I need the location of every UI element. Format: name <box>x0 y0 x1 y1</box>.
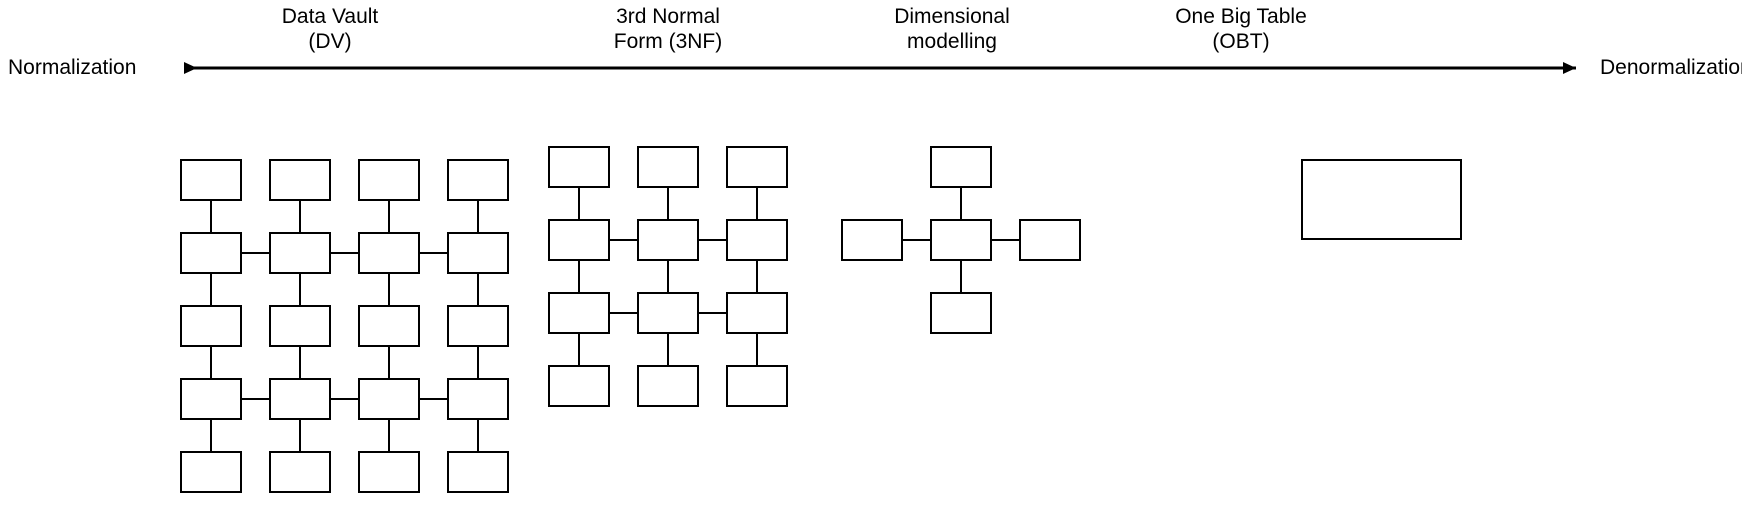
table-node-box <box>447 159 509 201</box>
relationship-connector-horizontal <box>420 397 447 401</box>
relationship-connector-horizontal <box>699 311 726 315</box>
relationship-connector-horizontal <box>610 311 637 315</box>
table-node-box <box>180 378 242 420</box>
one-big-table-box <box>1301 159 1462 240</box>
relationship-connector-vertical <box>666 261 670 292</box>
table-node-box <box>180 305 242 347</box>
relationship-connector-vertical <box>209 274 213 305</box>
relationship-connector-vertical <box>755 188 759 219</box>
table-node-box <box>726 219 788 261</box>
relationship-connector-vertical <box>387 420 391 451</box>
approach-label-line1: 3rd Normal <box>616 5 720 28</box>
table-node-box <box>447 232 509 274</box>
relationship-connector-vertical <box>387 347 391 378</box>
relationship-connector-vertical <box>959 188 963 219</box>
relationship-connector-vertical <box>298 274 302 305</box>
relationship-connector-vertical <box>298 420 302 451</box>
dimension-table-node-box <box>841 219 903 261</box>
relationship-connector-vertical <box>209 201 213 232</box>
table-node-box <box>447 378 509 420</box>
table-node-box <box>358 378 420 420</box>
table-node-box <box>269 378 331 420</box>
approach-label-third-normal-form: 3rd Normal Form (3NF) <box>614 4 723 54</box>
table-node-box <box>358 232 420 274</box>
relationship-connector-horizontal <box>331 251 358 255</box>
table-node-box <box>180 159 242 201</box>
normalization-spectrum-arrow <box>184 62 1576 74</box>
table-node-box <box>726 292 788 334</box>
approach-label-one-big-table: One Big Table (OBT) <box>1175 4 1307 54</box>
table-node-box <box>269 305 331 347</box>
table-node-box <box>726 146 788 188</box>
relationship-connector-vertical <box>476 420 480 451</box>
table-node-box <box>447 305 509 347</box>
table-node-box <box>548 365 610 407</box>
approach-label-line2: Form (3NF) <box>613 30 723 53</box>
relationship-connector-vertical <box>387 274 391 305</box>
axis-label-normalization: Normalization <box>8 56 137 79</box>
table-node-box <box>180 451 242 493</box>
relationship-connector-vertical <box>476 201 480 232</box>
approach-label-data-vault: Data Vault (DV) <box>282 4 379 54</box>
axis-label-denormalization: Denormalization <box>1600 56 1742 79</box>
relationship-connector-horizontal <box>992 238 1019 242</box>
relationship-connector-vertical <box>209 347 213 378</box>
relationship-connector-vertical <box>755 261 759 292</box>
relationship-connector-vertical <box>476 347 480 378</box>
table-node-box <box>269 159 331 201</box>
relationship-connector-vertical <box>755 334 759 365</box>
relationship-connector-vertical <box>476 274 480 305</box>
dimension-table-node-box <box>1019 219 1081 261</box>
approach-label-line2: (DV) <box>308 30 352 53</box>
fact-table-node-box <box>930 219 992 261</box>
relationship-connector-horizontal <box>610 238 637 242</box>
table-node-box <box>637 365 699 407</box>
table-node-box <box>269 232 331 274</box>
approach-label-line2: (OBT) <box>1212 30 1270 53</box>
table-node-box <box>447 451 509 493</box>
table-node-box <box>358 451 420 493</box>
relationship-connector-vertical <box>666 188 670 219</box>
relationship-connector-horizontal <box>903 238 930 242</box>
relationship-connector-horizontal <box>331 397 358 401</box>
table-node-box <box>358 159 420 201</box>
approach-label-line2: modelling <box>907 30 997 53</box>
relationship-connector-horizontal <box>420 251 447 255</box>
table-node-box <box>548 292 610 334</box>
approach-label-line1: Dimensional <box>894 5 1010 28</box>
table-node-box <box>358 305 420 347</box>
relationship-connector-vertical <box>298 201 302 232</box>
table-node-box <box>548 146 610 188</box>
relationship-connector-vertical <box>666 334 670 365</box>
approach-label-dimensional-modelling: Dimensional modelling <box>894 4 1010 54</box>
relationship-connector-vertical <box>577 261 581 292</box>
relationship-connector-horizontal <box>242 251 269 255</box>
relationship-connector-vertical <box>577 188 581 219</box>
approach-label-line1: Data Vault <box>281 5 379 28</box>
dimension-table-node-box <box>930 146 992 188</box>
relationship-connector-vertical <box>959 261 963 292</box>
table-node-box <box>637 219 699 261</box>
relationship-connector-vertical <box>209 420 213 451</box>
dimension-table-node-box <box>930 292 992 334</box>
table-node-box <box>548 219 610 261</box>
table-node-box <box>637 292 699 334</box>
table-node-box <box>726 365 788 407</box>
relationship-connector-horizontal <box>699 238 726 242</box>
relationship-connector-vertical <box>577 334 581 365</box>
table-node-box <box>180 232 242 274</box>
table-node-box <box>269 451 331 493</box>
approach-label-line1: One Big Table <box>1175 5 1307 28</box>
relationship-connector-horizontal <box>242 397 269 401</box>
table-node-box <box>637 146 699 188</box>
relationship-connector-vertical <box>387 201 391 232</box>
relationship-connector-vertical <box>298 347 302 378</box>
